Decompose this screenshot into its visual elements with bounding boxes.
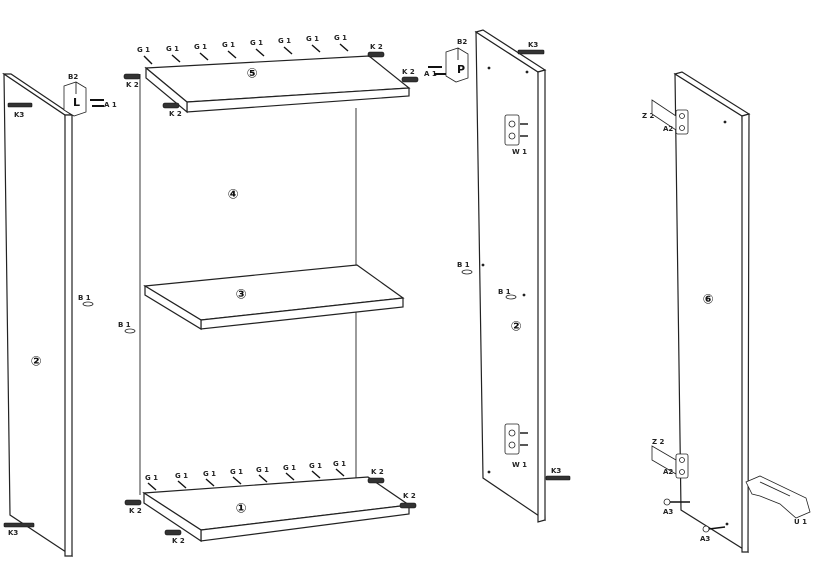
bottom-board-part-number: ①	[235, 502, 246, 517]
k3-dowel-right-top: K3	[517, 41, 545, 55]
k2-dowels-bottom: K 2 K 2 K 2 K 2	[124, 468, 417, 545]
svg-text:G 1: G 1	[194, 43, 207, 51]
k3-dowel-top: K3	[7, 102, 33, 119]
svg-text:G 1: G 1	[256, 466, 269, 474]
svg-text:G 1: G 1	[250, 39, 263, 47]
b1-shelf-pin-right-a: B 1	[457, 261, 473, 275]
svg-text:A2: A2	[663, 468, 673, 476]
svg-text:G 1: G 1	[203, 470, 216, 478]
hinge-plate-top: W 1	[504, 114, 528, 156]
svg-text:G 1: G 1	[230, 468, 243, 476]
k3-dowel-bottom: K3	[3, 522, 35, 537]
svg-text:A 1: A 1	[104, 101, 117, 109]
svg-text:K 2: K 2	[371, 468, 384, 476]
svg-text:P: P	[457, 63, 465, 76]
svg-text:K3: K3	[528, 41, 538, 49]
svg-text:B 1: B 1	[118, 321, 131, 329]
hinge-top: Z 2 A2	[642, 99, 689, 135]
hinge-bottom: Z 2 A2	[651, 438, 689, 479]
svg-text:K3: K3	[551, 467, 561, 475]
svg-text:G 1: G 1	[278, 37, 291, 45]
handle-u1: U 1	[745, 475, 811, 526]
svg-text:K 2: K 2	[172, 537, 185, 545]
svg-text:W 1: W 1	[512, 461, 527, 469]
top-board: ⑤ G 1 G 1 G 1 G 1 G 1 G 1 G 1 G 1 K 2 K …	[123, 34, 419, 118]
svg-text:K 2: K 2	[402, 68, 415, 76]
svg-text:K 2: K 2	[403, 492, 416, 500]
screw-a3-bottom: A3	[700, 525, 726, 543]
svg-text:B2: B2	[68, 73, 78, 81]
carcass-part-number: ④	[227, 188, 238, 203]
b1-shelf-pin-middle: B 1	[118, 321, 136, 334]
svg-text:A2: A2	[663, 125, 673, 133]
svg-text:A3: A3	[700, 535, 710, 543]
svg-text:A3: A3	[663, 508, 673, 516]
g1-dowels-top: G 1 G 1 G 1 G 1 G 1 G 1 G 1 G 1	[137, 34, 349, 65]
svg-text:L: L	[73, 96, 80, 109]
svg-text:G 1: G 1	[175, 472, 188, 480]
left-side-panel: ② K3 K3 B 1	[2, 72, 94, 558]
bracket-p: B2 P A 1	[424, 38, 469, 83]
svg-text:Z 2: Z 2	[642, 112, 655, 120]
svg-text:G 1: G 1	[145, 474, 158, 482]
svg-text:G 1: G 1	[333, 460, 346, 468]
bottom-board: ① G 1 G 1 G 1 G 1 G 1 G 1 G 1 G 1 K 2 K …	[124, 460, 417, 545]
door-panel: ⑥ Z 2 A2 Z 2 A2 A3 A3	[642, 71, 751, 554]
svg-text:B 1: B 1	[498, 288, 511, 296]
left-side-part-number: ②	[30, 355, 41, 370]
svg-text:G 1: G 1	[309, 462, 322, 470]
svg-text:W 1: W 1	[512, 148, 527, 156]
g1-dowels-bottom: G 1 G 1 G 1 G 1 G 1 G 1 G 1 G 1	[145, 460, 346, 491]
bracket-l: B2 L A 1	[63, 73, 117, 117]
b1-shelf-pin-left: B 1	[78, 294, 94, 307]
svg-text:K3: K3	[14, 111, 24, 119]
k3-dowel-right-bottom: K3	[545, 467, 571, 481]
svg-text:K 2: K 2	[370, 43, 383, 51]
svg-text:G 1: G 1	[222, 41, 235, 49]
hinge-plate-bottom: W 1	[504, 423, 528, 469]
right-side-panel: ② K3 K3 W 1 W 1 B 1	[457, 29, 571, 523]
svg-text:K 2: K 2	[129, 507, 142, 515]
svg-text:G 1: G 1	[137, 46, 150, 54]
door-part-number: ⑥	[702, 293, 713, 308]
svg-text:G 1: G 1	[166, 45, 179, 53]
svg-text:B2: B2	[457, 38, 467, 46]
svg-text:A 1: A 1	[424, 70, 437, 78]
middle-shelf-part-number: ③	[235, 288, 246, 303]
svg-text:Z 2: Z 2	[652, 438, 665, 446]
b1-shelf-pin-right-b: B 1	[498, 288, 517, 300]
svg-text:K3: K3	[8, 529, 18, 537]
screw-a3-top: A3	[663, 498, 690, 516]
svg-text:K 2: K 2	[126, 81, 139, 89]
svg-text:G 1: G 1	[334, 34, 347, 42]
svg-text:B 1: B 1	[457, 261, 470, 269]
k2-dowels-top: K 2 K 2 K 2 K 2	[123, 43, 419, 118]
top-board-part-number: ⑤	[246, 67, 257, 82]
svg-text:G 1: G 1	[283, 464, 296, 472]
svg-text:B 1: B 1	[78, 294, 91, 302]
right-side-part-number: ②	[510, 320, 521, 335]
middle-shelf: ③	[143, 264, 405, 331]
svg-text:U 1: U 1	[794, 518, 807, 526]
svg-text:G 1: G 1	[306, 35, 319, 43]
svg-text:K 2: K 2	[169, 110, 182, 118]
